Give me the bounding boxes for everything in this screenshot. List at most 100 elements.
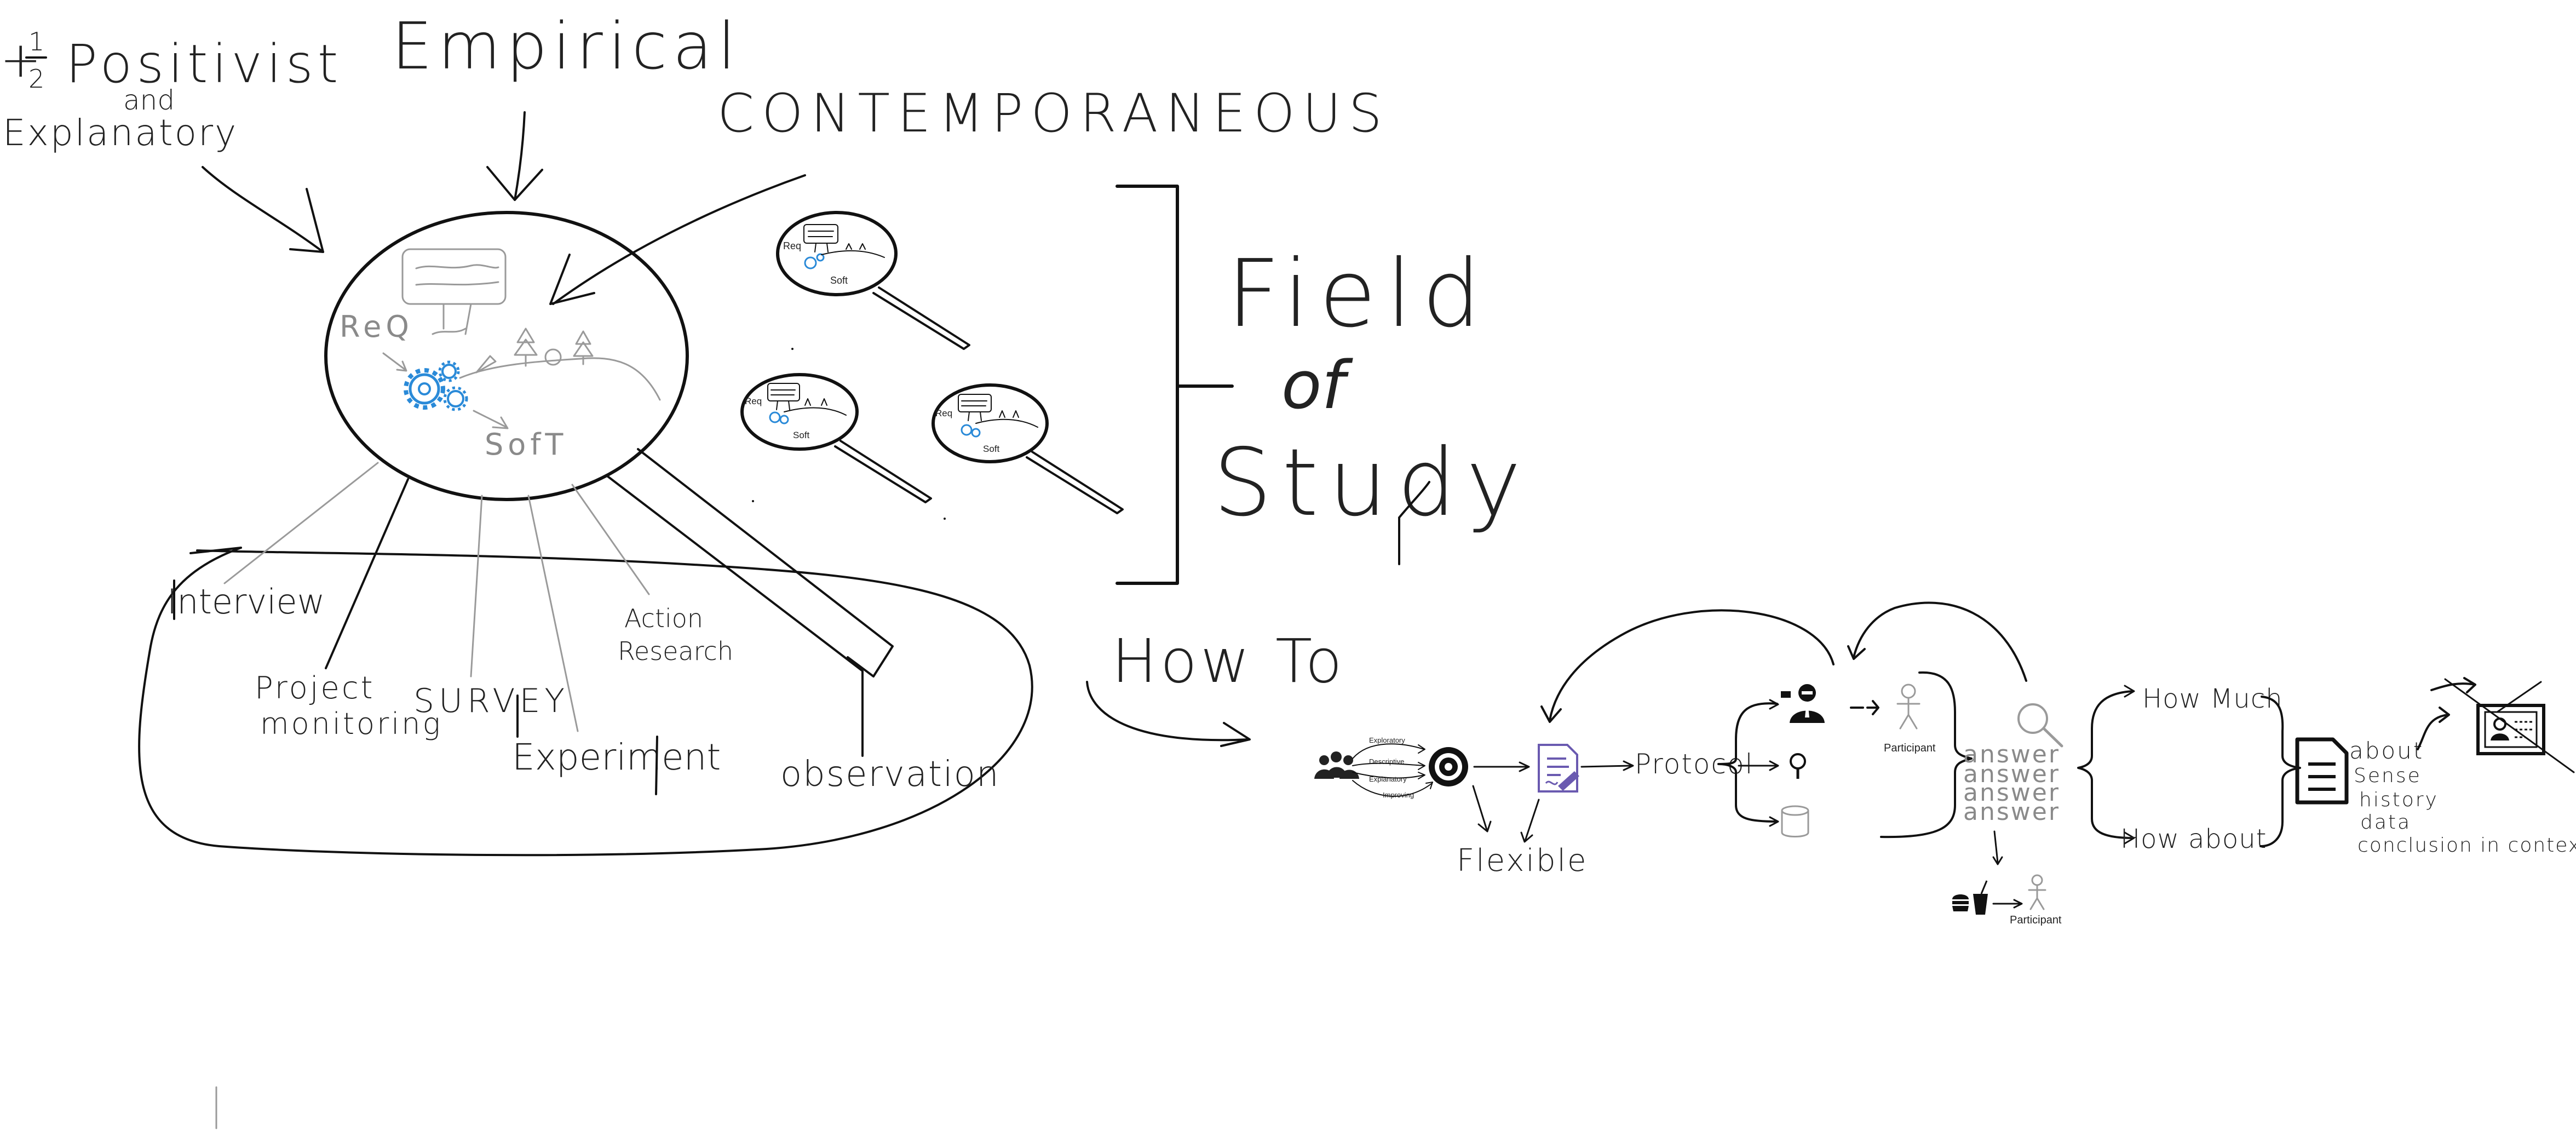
answer-4: answer — [1963, 798, 2060, 826]
project-label: Project — [255, 670, 375, 706]
magnifying-glass-icon — [2017, 703, 2063, 748]
dot — [791, 348, 794, 350]
mini-soft-label-3: Soft — [983, 444, 1000, 454]
purpose-exploratory: Exploratory — [1369, 736, 1405, 744]
mini-magnifier-1: Req Soft — [776, 211, 970, 350]
return-arc-1 — [1540, 609, 1835, 723]
return-arc-2 — [1847, 601, 2027, 682]
survey-label: SURVEY — [413, 682, 569, 720]
mini-req-label-3: Req — [935, 408, 952, 418]
hill-line — [459, 357, 661, 401]
purpose-arrow-2 — [1352, 762, 1425, 770]
purpose-improving: Improving — [1383, 791, 1414, 799]
requirement-bubble — [401, 248, 507, 305]
field-bracket — [1116, 185, 1234, 585]
protocol-middle-arrow — [1738, 760, 1779, 771]
study-tail — [1398, 481, 1430, 565]
of-label: of — [1281, 348, 1353, 424]
how-right-brace — [2259, 696, 2301, 847]
arrow-doc-to-protocol — [1580, 760, 1634, 771]
participant-label: Participant — [1884, 742, 1936, 754]
arrow-about-to-card — [2417, 707, 2450, 750]
purpose-explanatory: Explanatory — [1369, 775, 1407, 783]
target-icon — [1429, 747, 1468, 786]
arrow-doc-to-flexible — [1520, 799, 1540, 843]
sense-label: Sense — [2354, 765, 2422, 787]
req-arrow — [382, 352, 407, 372]
how-to-label: How To — [1112, 626, 1346, 696]
bubble-stems — [432, 303, 472, 335]
methods-loop-start — [189, 547, 242, 554]
monitoring-label: monitoring — [260, 707, 442, 741]
protocol-brace — [1717, 702, 1778, 823]
mini-soft-label: Soft — [830, 275, 848, 286]
how-to-arrow — [1086, 681, 1251, 747]
arrow-empirical-to-circle — [486, 111, 543, 201]
mini-req-label: Req — [783, 240, 801, 251]
how-brace-arrowheads — [2124, 685, 2135, 845]
dot — [752, 500, 754, 502]
fraction-numerator: 1 — [28, 27, 44, 56]
conclusion-label: conclusion in context — [2358, 834, 2576, 857]
plus-sign: + — [0, 31, 41, 89]
positivist-label-group: + 1 2 Positivist and Explanatory — [0, 27, 342, 154]
contemporaneous-label: CONTEMPORANEOUS — [717, 83, 1390, 144]
line-to-survey — [470, 495, 483, 678]
data-label: data — [2360, 811, 2411, 834]
explanatory-label: Explanatory — [3, 112, 238, 154]
how-brace — [2077, 690, 2134, 839]
arrow-to-card-2 — [2430, 677, 2476, 693]
mini-soft-label-2: Soft — [793, 430, 810, 440]
about-label: about — [2349, 737, 2424, 764]
people-group-icon — [1314, 751, 1359, 779]
arrow-contemporaneous-to-circle — [549, 174, 806, 305]
research-label: Research — [618, 636, 733, 666]
purpose-arrow-3 — [1352, 772, 1425, 779]
fraction-denominator: 2 — [28, 64, 44, 94]
scribbled-text — [415, 264, 499, 286]
food-drink-icon — [1952, 880, 1988, 915]
positivist-label: Positivist — [66, 33, 342, 95]
how-much-label: How Much — [2142, 684, 2283, 714]
id-card-icon — [2444, 678, 2575, 773]
line-to-interview — [223, 462, 379, 584]
and-label: and — [123, 84, 175, 116]
document-edit-icon — [1538, 744, 1579, 793]
magnifier-icon — [1790, 753, 1806, 779]
how-about-label: How about — [2120, 824, 2267, 854]
empirical-label: Empirical — [392, 8, 741, 84]
arrow-answers-down — [1992, 830, 2003, 865]
soft-label: SofT — [485, 427, 567, 462]
dot — [944, 518, 946, 520]
methods-group: Interview Project monitoring SURVEY Expe… — [138, 448, 1033, 857]
field-circle-outline — [324, 211, 689, 501]
field-label: Field — [1227, 240, 1491, 348]
answers-left-brace — [1880, 671, 1973, 839]
answer-1: answer — [1963, 740, 2060, 768]
interview-label: Interview — [167, 582, 325, 622]
soft-arrow — [473, 410, 509, 429]
req-label: ReQ — [340, 309, 413, 344]
participant-2-label: Participant — [2010, 914, 2062, 926]
mini-magnifier-2: Req Soft — [740, 373, 932, 503]
mini-req-label-2: Req — [745, 396, 762, 406]
protocol-label: Protocol — [1635, 748, 1754, 780]
flexible-label: Flexible — [1457, 843, 1588, 879]
observation-magnifier-handle — [637, 448, 894, 678]
action-label: Action — [624, 604, 703, 633]
main-field-circle: ReQ SofT — [324, 211, 689, 501]
history-label: history — [2359, 789, 2439, 811]
purpose-descriptive: Descriptive — [1369, 757, 1404, 766]
observation-label: observation — [780, 754, 1000, 795]
purpose-arrow-4 — [1352, 780, 1433, 797]
protocol-arrow-heads — [1769, 699, 1779, 827]
document-icon — [2295, 737, 2349, 805]
arrow-positivist-to-circle — [202, 166, 324, 253]
researcher-icon — [1781, 684, 1825, 723]
gear-icon — [404, 360, 468, 411]
database-icon — [1781, 805, 1809, 837]
line-to-observation — [607, 475, 864, 757]
stick-figure-icon — [1896, 684, 1921, 730]
arrow-target-to-doc — [1473, 761, 1530, 772]
